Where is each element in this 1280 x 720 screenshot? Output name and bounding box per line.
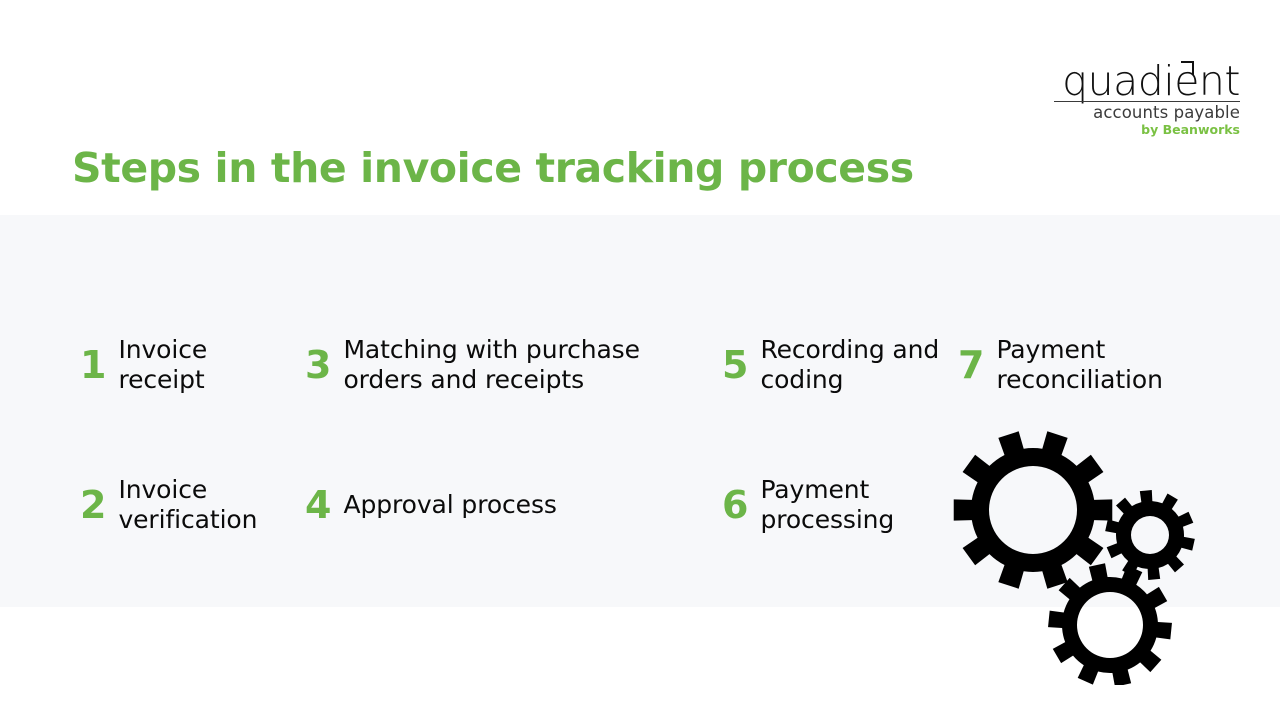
logo-divider bbox=[1054, 101, 1240, 102]
step-item-1: 1 Invoice receipt bbox=[80, 320, 295, 410]
quadient-logo: quadient accounts payable by Beanworks bbox=[1040, 57, 1241, 137]
step-number: 3 bbox=[305, 343, 332, 387]
step-number: 7 bbox=[958, 343, 985, 387]
step-number: 1 bbox=[80, 343, 107, 387]
logo-byline: by Beanworks bbox=[1141, 121, 1240, 137]
step-item-7: 7 Payment reconciliation bbox=[958, 320, 1208, 410]
step-label: Approval process bbox=[343, 490, 557, 519]
logo-corner-mark-icon bbox=[1181, 61, 1194, 75]
step-number: 2 bbox=[80, 483, 107, 527]
page-title: Steps in the invoice tracking process bbox=[72, 144, 914, 193]
step-number: 4 bbox=[305, 483, 332, 527]
step-item-4: 4 Approval process bbox=[305, 460, 705, 550]
step-number: 5 bbox=[722, 343, 749, 387]
logo-wordmark: quadient bbox=[1062, 57, 1240, 105]
logo-subtitle: accounts payable bbox=[1093, 103, 1240, 122]
step-item-2: 2 Invoice verification bbox=[80, 460, 295, 550]
step-item-3: 3 Matching with purchase orders and rece… bbox=[305, 320, 705, 410]
step-label: Invoice receipt bbox=[118, 335, 208, 394]
step-item-6: 6 Payment processing bbox=[722, 460, 952, 550]
step-number: 6 bbox=[722, 483, 749, 527]
step-label: Payment reconciliation bbox=[996, 335, 1163, 394]
step-label: Invoice verification bbox=[118, 475, 258, 534]
step-label: Payment processing bbox=[760, 475, 895, 534]
step-label: Matching with purchase orders and receip… bbox=[343, 335, 640, 394]
steps-list: 1 Invoice receipt 2 Invoice verification… bbox=[0, 215, 1280, 607]
step-item-5: 5 Recording and coding bbox=[722, 320, 952, 410]
step-label: Recording and coding bbox=[760, 335, 940, 394]
